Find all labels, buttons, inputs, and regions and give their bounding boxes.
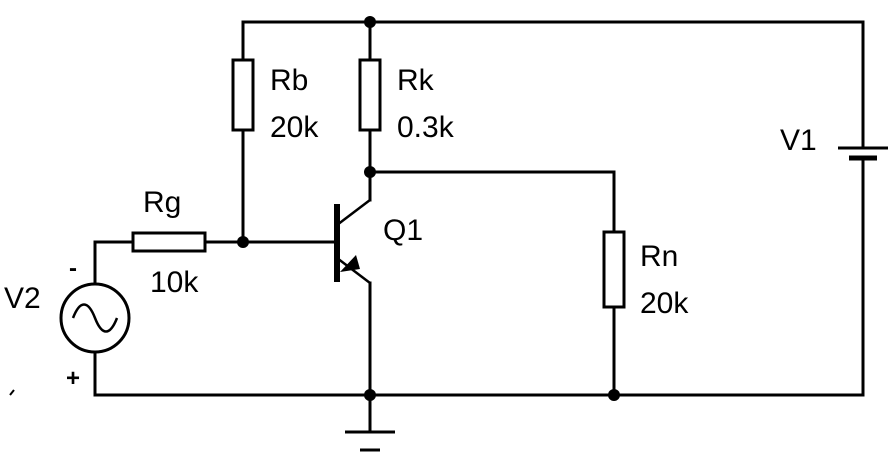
q1-label: Q1 (383, 214, 423, 247)
junction-ground-rn (608, 389, 620, 401)
resistor-rb (231, 20, 255, 244)
resistor-rg (93, 231, 245, 253)
ground-symbol (345, 393, 395, 452)
battery-v1 (838, 146, 888, 161)
junction-dots (237, 16, 620, 401)
junction-ground-emitter (364, 389, 376, 401)
junction-collector (364, 166, 376, 178)
sine-wave-icon (71, 303, 119, 333)
stray-mark (9, 389, 15, 396)
v1-label: V1 (780, 124, 817, 157)
rk-value-label: 0.3k (397, 111, 455, 144)
rn-name-label: Rn (640, 240, 678, 273)
transistor-q1 (241, 170, 372, 397)
v2-minus-sign: - (69, 255, 77, 282)
rn-value-label: 20k (640, 287, 689, 320)
collector-wire (368, 170, 616, 234)
resistor-rk (358, 20, 382, 174)
rb-name-label: Rb (270, 64, 308, 97)
junction-top (364, 16, 376, 28)
rg-value-label: 10k (150, 266, 199, 299)
ground-rail (93, 156, 865, 397)
v2-plus-sign: + (66, 365, 80, 392)
rg-name-label: Rg (143, 186, 181, 219)
rb-value-label: 20k (270, 111, 319, 144)
rk-name-label: Rk (397, 64, 435, 97)
v2-label: V2 (4, 282, 41, 315)
ac-source-v2 (59, 240, 131, 397)
top-rail (241, 20, 865, 150)
junction-base (237, 236, 249, 248)
resistor-rn (602, 230, 626, 397)
